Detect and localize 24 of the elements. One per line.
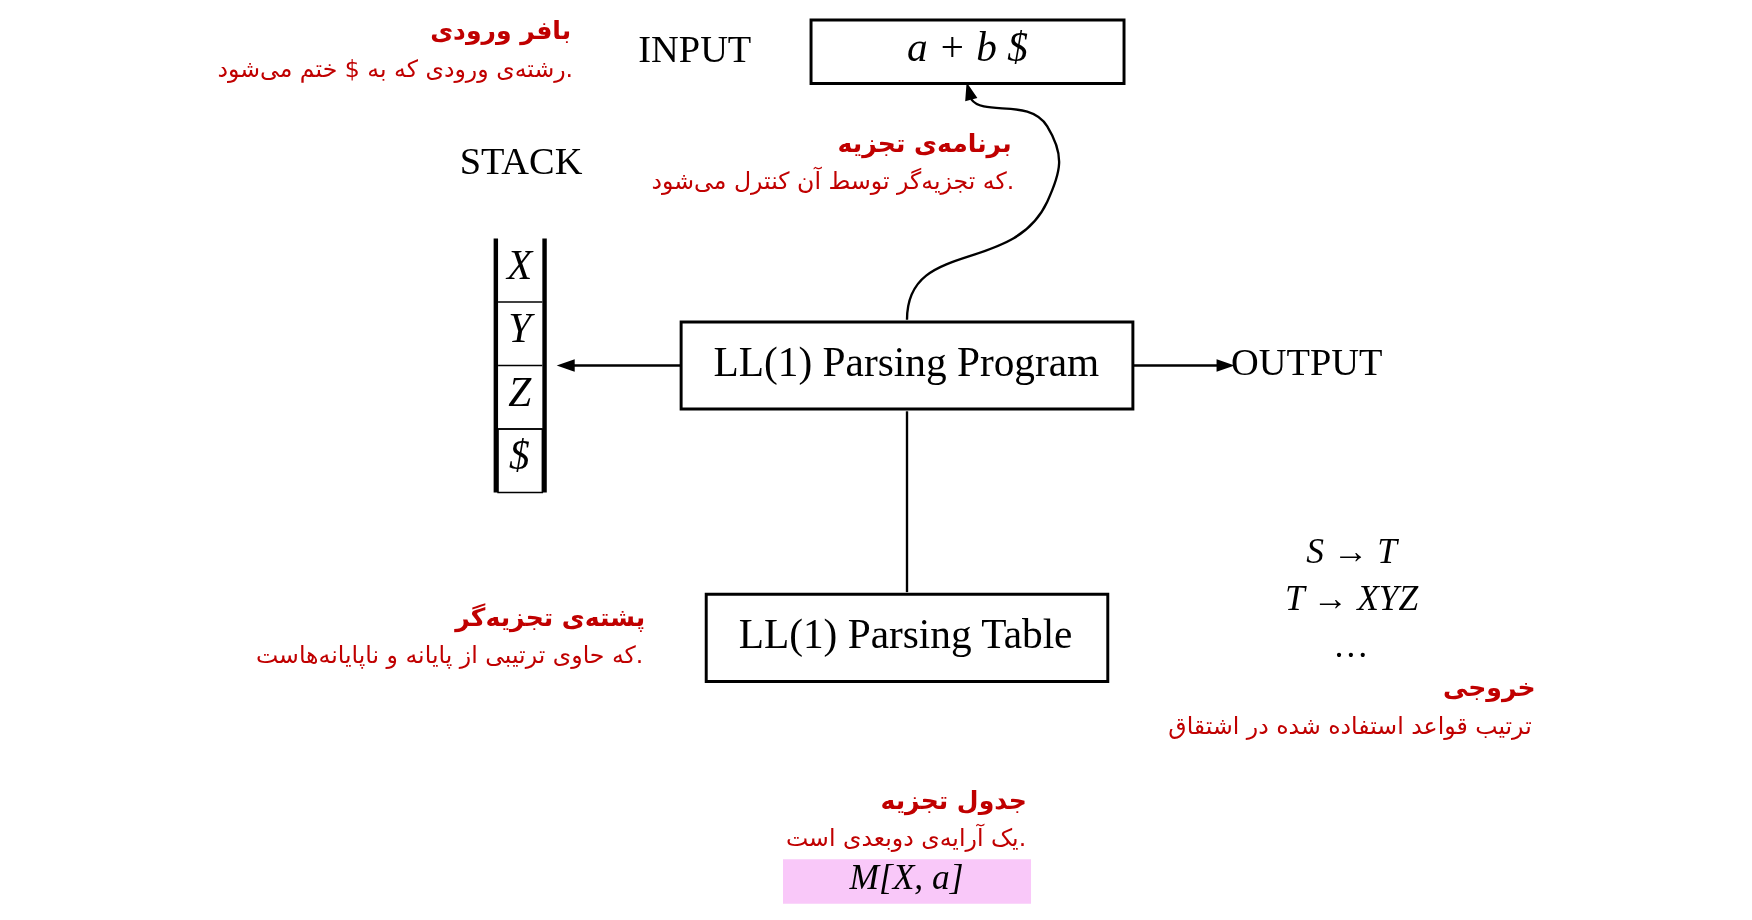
node-label: ترتیب قواعد استفاده شده در اشتقاق (1168, 711, 1532, 740)
node-label: خروجی (1442, 673, 1536, 703)
node-label: بافر ورودی (430, 16, 572, 46)
node-box: a + b $ (809, 18, 1126, 85)
node-label: پشته‌ی تجزیه‌گر (455, 602, 646, 632)
node-label: جدول تجزیه (880, 785, 1027, 815)
arrow (556, 359, 681, 372)
node-label: INPUT (638, 27, 752, 70)
node-text: OUTPUT (1231, 340, 1383, 383)
node-label: T → XYZ (1284, 578, 1419, 619)
node-label: STACK (459, 140, 583, 183)
node-label: که حاوی ترتیبی از پایانه و ناپایانه‌هاست. (255, 640, 644, 669)
node-label: یک آرایه‌ی دوبعدی است. (785, 823, 1027, 852)
node-label: رشته‌ی ورودی که به $ ختم می‌شود. (217, 54, 574, 83)
node-label: … (1335, 625, 1368, 666)
node-label: برنامه‌ی تجزیه (837, 128, 1012, 158)
connector (905, 411, 909, 593)
arrow (1133, 359, 1235, 372)
node-label: M[X, a] (849, 857, 964, 898)
node-label: که تجزیه‌گر توسط آن کنترل می‌شود. (651, 166, 1015, 195)
node-box: LL(1) Parsing Program (679, 320, 1135, 411)
node-label: S → T (1306, 530, 1397, 571)
arrow (905, 82, 1061, 320)
node-box: LL(1) Parsing Table (704, 592, 1110, 683)
